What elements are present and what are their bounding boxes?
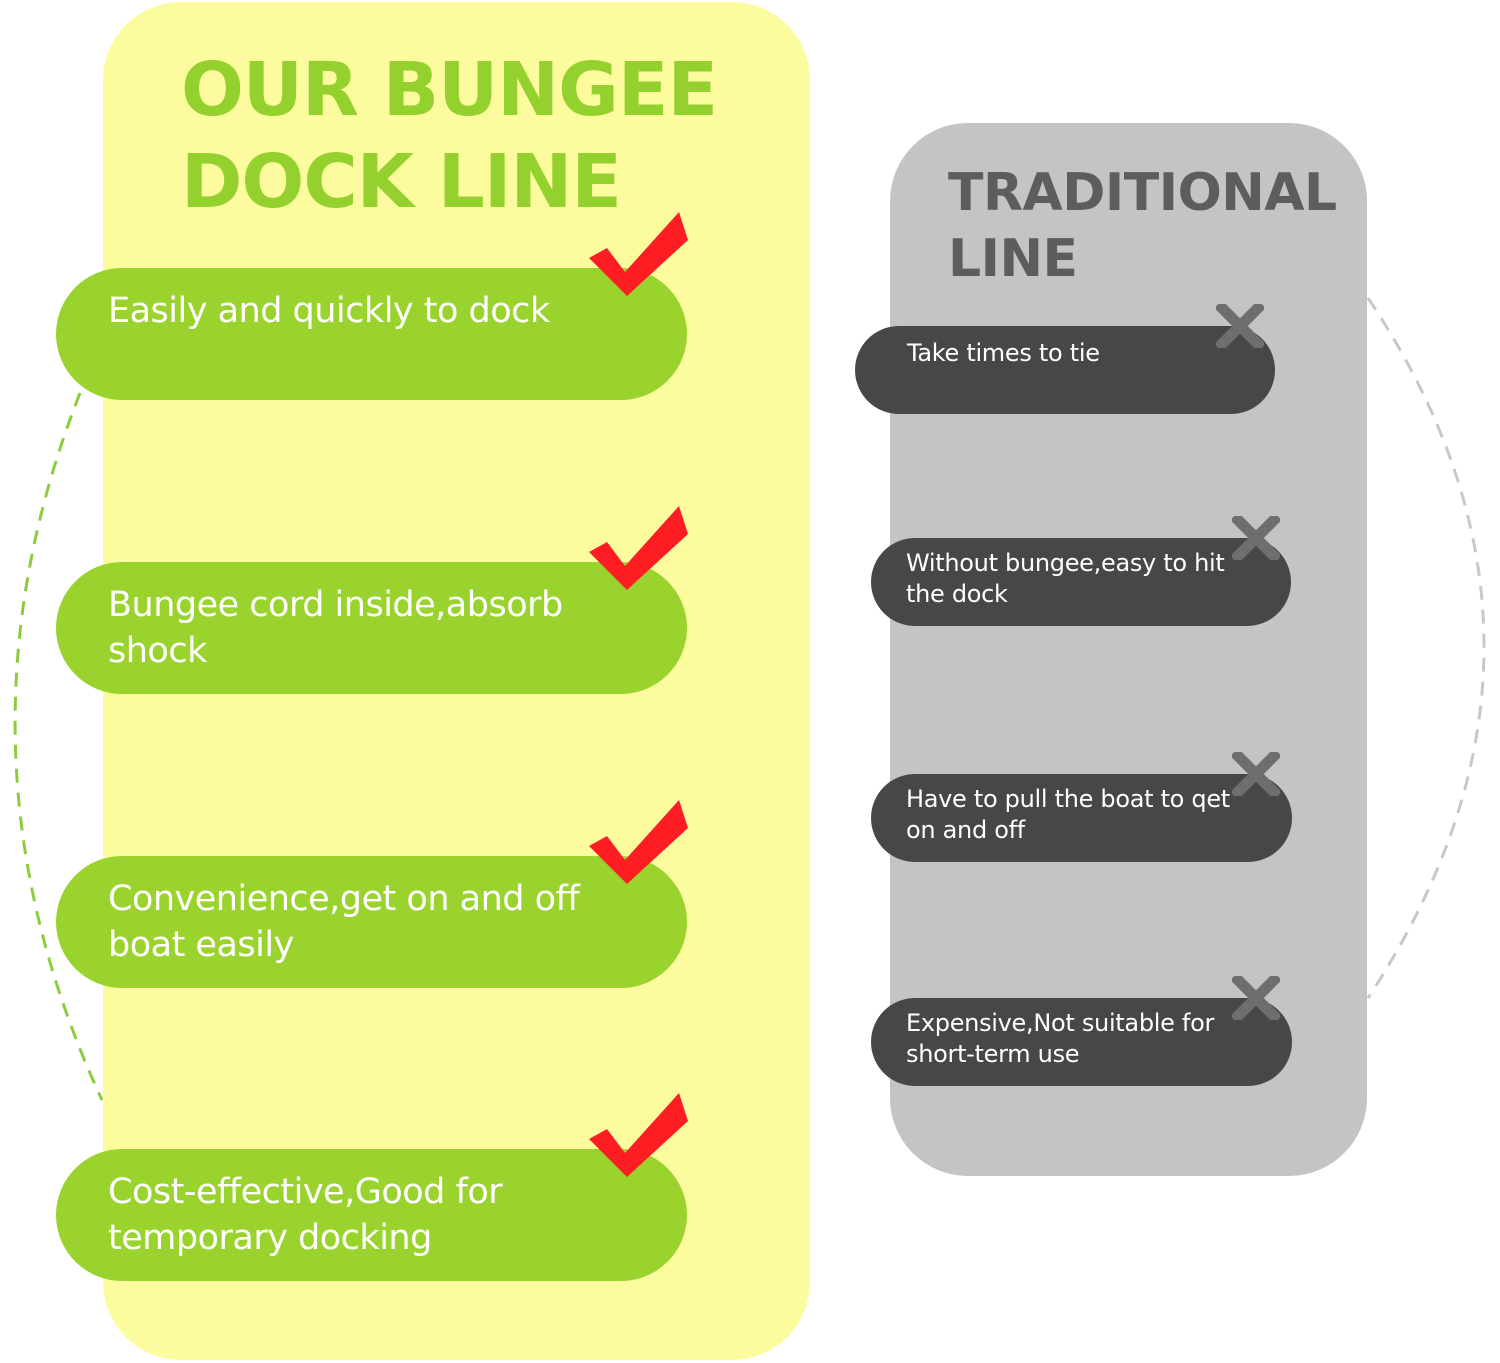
drawback-text: Expensive,Not suitable for short-term us…: [906, 1009, 1215, 1068]
benefit-item: Cost-effective,Good for temporary dockin…: [56, 1149, 687, 1281]
drawback-item: Without bungee,easy to hit the dock: [871, 538, 1291, 626]
benefit-text: Cost-effective,Good for temporary dockin…: [108, 1172, 503, 1258]
cross-icon: [1232, 752, 1280, 796]
benefit-item: Easily and quickly to dock: [56, 268, 687, 400]
benefit-text: Easily and quickly to dock: [108, 291, 550, 331]
drawback-text: Take times to tie: [907, 339, 1100, 367]
our-line-title-line2: DOCK LINE: [181, 139, 622, 225]
benefit-text: Convenience,get on and off boat easily: [108, 879, 580, 965]
left-dashed-arc: [13, 392, 104, 1101]
benefit-item: Bungee cord inside,absorb shock: [56, 562, 687, 694]
drawback-text: Have to pull the boat to qet on and off: [906, 785, 1230, 844]
cross-icon: [1216, 304, 1264, 348]
checkmark-icon: [589, 1093, 688, 1177]
drawback-item: Expensive,Not suitable for short-term us…: [871, 998, 1292, 1086]
traditional-line-title-line2: LINE: [948, 229, 1078, 289]
right-dashed-arc: [1366, 297, 1486, 999]
our-line-title-line1: OUR BUNGEE: [181, 47, 718, 133]
checkmark-icon: [589, 212, 688, 296]
drawback-text: Without bungee,easy to hit the dock: [906, 549, 1225, 608]
traditional-line-title-line1: TRADITIONAL: [948, 163, 1337, 223]
cross-icon: [1232, 516, 1280, 560]
benefit-item: Convenience,get on and off boat easily: [56, 856, 687, 988]
cross-icon: [1232, 976, 1280, 1020]
drawback-item: Take times to tie: [855, 326, 1275, 414]
drawback-item: Have to pull the boat to qet on and off: [871, 774, 1292, 862]
checkmark-icon: [589, 506, 688, 590]
benefit-text: Bungee cord inside,absorb shock: [108, 585, 563, 671]
checkmark-icon: [589, 800, 688, 884]
